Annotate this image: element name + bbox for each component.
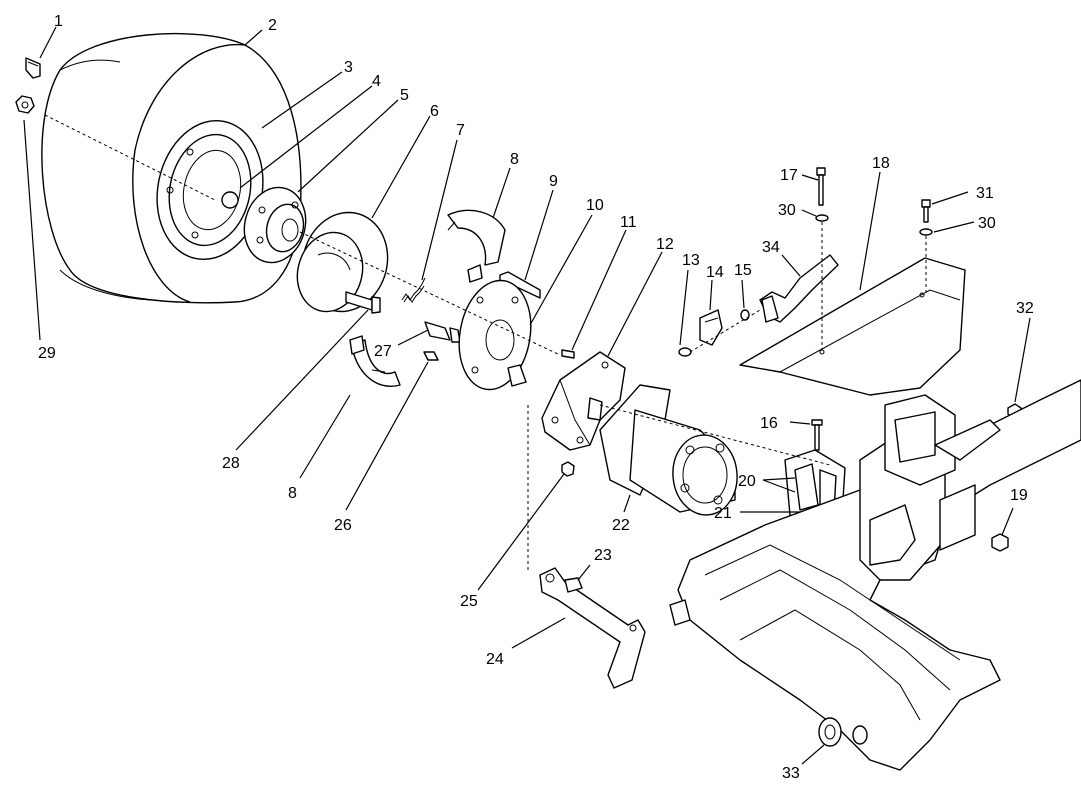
callout-19: 19 — [1010, 487, 1028, 504]
callout-30-left: 30 — [778, 202, 796, 219]
callout-14: 14 — [706, 264, 724, 281]
callout-24: 24 — [486, 651, 504, 668]
brake-shoe-lower — [349, 335, 401, 387]
callout-12: 12 — [656, 236, 674, 253]
callout-15: 15 — [734, 262, 752, 279]
frame-nut-19 — [991, 533, 1009, 552]
frame-bushing — [818, 717, 868, 747]
o-ring-small — [678, 347, 692, 357]
callout-3: 3 — [344, 59, 353, 76]
brake-lever — [539, 567, 646, 689]
callout-18: 18 — [872, 155, 890, 172]
shield-washer-right — [919, 228, 933, 236]
callout-20: 20 — [738, 473, 756, 490]
callout-22: 22 — [612, 517, 630, 534]
bracket-nut-25 — [561, 461, 575, 477]
callout-10: 10 — [586, 197, 604, 214]
callout-23: 23 — [594, 547, 612, 564]
callout-9: 9 — [549, 173, 558, 190]
bracket-screw — [811, 419, 823, 451]
callout-8-upper: 8 — [510, 151, 519, 168]
wheel-stud — [25, 57, 41, 79]
shaft-key — [561, 349, 575, 359]
lug-nut — [15, 95, 35, 114]
callout-11: 11 — [620, 214, 637, 231]
callout-34: 34 — [762, 239, 780, 256]
axis-line-motor — [599, 404, 831, 466]
motor-shield — [739, 257, 966, 396]
callout-7: 7 — [456, 122, 465, 139]
motor-mounting-bracket — [541, 351, 626, 451]
callout-26: 26 — [334, 517, 352, 534]
wheel-rim — [156, 119, 264, 261]
drum-bolt — [345, 291, 381, 314]
callout-29: 29 — [38, 345, 56, 362]
callout-17: 17 — [780, 167, 798, 184]
callout-1: 1 — [54, 13, 63, 30]
callout-labels: 1 2 3 4 5 6 7 8 9 10 11 12 13 14 15 17 1… — [38, 13, 1034, 782]
lever-clip — [564, 577, 583, 593]
callout-30-right: 30 — [978, 215, 996, 232]
axis-line-fitting — [689, 309, 761, 353]
brake-backing-plate — [458, 279, 532, 391]
brake-shoe-upper — [447, 209, 506, 283]
axis-line-wheel — [44, 114, 216, 201]
shield-washer-left — [815, 214, 829, 222]
callout-5: 5 — [400, 87, 409, 104]
callout-13: 13 — [682, 252, 700, 269]
hydraulic-hose — [759, 254, 839, 323]
machine-frame — [669, 379, 1081, 771]
o-ring-fitting — [740, 309, 750, 321]
brake-adjuster — [424, 321, 461, 343]
hydraulic-motor — [587, 384, 738, 516]
backing-plate-screw — [423, 351, 439, 361]
shield-bolt-short — [921, 199, 931, 223]
callout-31: 31 — [976, 185, 994, 202]
callout-25: 25 — [460, 593, 478, 610]
callout-2: 2 — [268, 17, 277, 34]
brake-spring — [401, 277, 426, 303]
wheel-hub — [243, 186, 307, 264]
callout-6: 6 — [430, 103, 439, 120]
callout-33: 33 — [782, 765, 800, 782]
shield-bolt-long — [816, 167, 826, 206]
callout-32: 32 — [1016, 300, 1034, 317]
callout-4: 4 — [372, 73, 381, 90]
callout-16: 16 — [760, 415, 778, 432]
callout-8-lower: 8 — [288, 485, 297, 502]
leader-lines — [23, 26, 1031, 765]
callout-28: 28 — [222, 455, 240, 472]
callout-27: 27 — [374, 343, 392, 360]
callout-21: 21 — [714, 505, 732, 522]
